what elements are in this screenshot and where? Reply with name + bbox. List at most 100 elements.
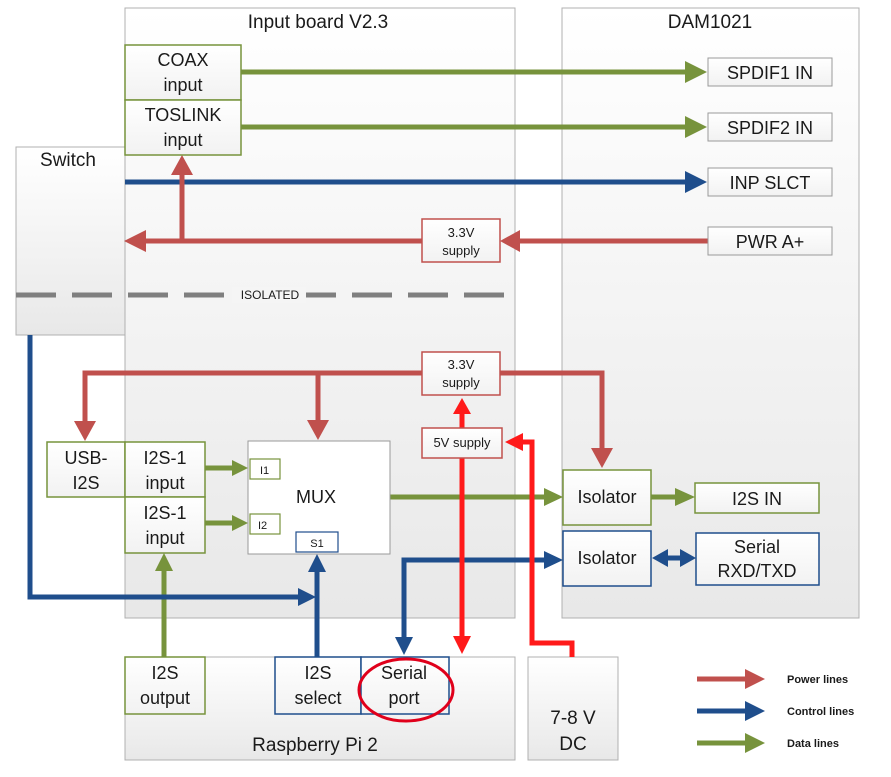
- dc-to-5v-supply-arrowhead: [505, 433, 523, 451]
- isolator-power-arrowhead: [591, 448, 613, 468]
- switch-title: Switch: [40, 150, 96, 171]
- isolated-label: ISOLATED: [241, 288, 300, 302]
- isolator-serial-label: Isolator: [577, 548, 636, 568]
- legend-data-arrowhead: [745, 733, 765, 753]
- usb-i2s-box: [46, 441, 126, 498]
- isolator-data-box: [562, 469, 652, 526]
- isolator-data-label: Isolator: [577, 487, 636, 507]
- serial-to-isolator-arrowhead: [544, 551, 563, 569]
- isolated-label-bg: [232, 287, 306, 303]
- switch-to-mux-arrowhead: [298, 588, 316, 606]
- serial-port-down-arrowhead: [395, 637, 413, 655]
- mid-supply-to-isolator-line: [500, 370, 605, 450]
- coax-to-spdif1-arrowhead: [685, 61, 707, 83]
- i2s-in-box: [694, 482, 820, 514]
- coax-label-1: COAX: [157, 50, 208, 70]
- usb-i2s-label-1: USB-: [64, 448, 107, 468]
- spdif2-in-box: [707, 112, 833, 142]
- i2s-output-label-1: I2S: [151, 663, 178, 683]
- mux-i2-label: I2: [258, 520, 267, 532]
- 5v-to-rpi-arrowhead: [453, 636, 471, 654]
- spdif1-in-label: SPDIF1 IN: [727, 63, 813, 83]
- mux-s1-port: [295, 531, 339, 553]
- isolator-to-i2sin-arrowhead: [675, 488, 695, 506]
- usb-i2s-label-2: I2S: [72, 473, 99, 493]
- supply-5v-box: [421, 427, 503, 459]
- usb-i2s-power-arrowhead: [74, 421, 96, 441]
- supply-33v-mid-label-2: supply: [442, 375, 480, 390]
- mux-power-arrowhead: [307, 420, 329, 440]
- supply-33v-mid-label-1: 3.3V: [448, 357, 475, 372]
- i2s2-to-mux-arrowhead: [232, 515, 248, 531]
- supply-to-toslink-arrowhead: [171, 155, 193, 175]
- i2s-output-up-arrowhead: [155, 553, 173, 571]
- i2s-select-box: [274, 656, 362, 715]
- switch-to-inpslct-arrowhead: [685, 171, 707, 193]
- i2s-1-input-a-label-1: I2S-1: [143, 448, 186, 468]
- power-lines: [74, 155, 708, 468]
- inp-slct-label: INP SLCT: [730, 173, 811, 193]
- isolator-serial-left-arrowhead: [652, 549, 668, 567]
- pwr-a-plus-box: [707, 226, 833, 256]
- toslink-label-2: input: [163, 130, 202, 150]
- i2s-1-input-box-a: [124, 441, 206, 498]
- mux-i1-label: I1: [260, 465, 269, 477]
- mid-supply-distribution-line: [82, 370, 422, 425]
- mux-i1-port: [249, 458, 281, 480]
- mux-s1-label: S1: [310, 538, 323, 550]
- isolator-serial-box: [562, 530, 652, 587]
- i2s-select-label-2: select: [294, 688, 341, 708]
- isolator-serial-right-arrowhead: [680, 549, 696, 567]
- control-lines: [27, 171, 707, 657]
- i2s-output-box: [124, 656, 206, 715]
- serial-rxd-txd-label-1: Serial: [734, 537, 780, 557]
- i2s-1-input-a-label-2: input: [145, 473, 184, 493]
- bright-power-lines: [453, 398, 575, 657]
- legend-power-arrowhead: [745, 669, 765, 689]
- legend: Power lines Control lines Data lines: [697, 669, 854, 753]
- serial-port-label-1: Serial: [381, 663, 427, 683]
- dc-label-1: 7-8 V: [550, 708, 596, 729]
- supply-to-switch-arrowhead: [124, 230, 146, 252]
- toslink-to-spdif2-arrowhead: [685, 116, 707, 138]
- switch-box: [15, 146, 126, 336]
- raspberry-pi-title: Raspberry Pi 2: [252, 735, 378, 756]
- supply-33v-top-label-1: 3.3V: [448, 225, 475, 240]
- legend-data-label: Data lines: [787, 738, 839, 750]
- serial-port-label-2: port: [388, 688, 419, 708]
- i2s1-to-mux-arrowhead: [232, 460, 248, 476]
- mux-label: MUX: [296, 487, 336, 507]
- serial-port-to-isolator-line: [401, 557, 544, 637]
- i2s-select-label-1: I2S: [304, 663, 331, 683]
- coax-label-2: input: [163, 75, 202, 95]
- data-lines: [155, 61, 707, 657]
- mux-i2-port: [249, 513, 281, 535]
- dc-label-2: DC: [559, 734, 586, 755]
- inp-slct-box: [707, 167, 833, 197]
- spdif2-in-label: SPDIF2 IN: [727, 118, 813, 138]
- toslink-label-1: TOSLINK: [145, 105, 222, 125]
- dam1021-box: [561, 7, 860, 619]
- pwr-a-plus-label: PWR A+: [736, 232, 805, 252]
- legend-power-label: Power lines: [787, 674, 848, 686]
- pwr-to-supply-arrowhead: [500, 230, 520, 252]
- coax-input-box: [124, 44, 242, 101]
- i2s-1-input-b-label-1: I2S-1: [143, 503, 186, 523]
- supply-33v-mid-box: [421, 351, 501, 396]
- i2s-output-label-2: output: [140, 688, 190, 708]
- serial-port-highlight-circle: [357, 657, 455, 723]
- i2s-1-input-box-b: [124, 496, 206, 554]
- legend-control-label: Control lines: [787, 706, 854, 718]
- toslink-input-box: [124, 99, 242, 156]
- spdif1-in-box: [707, 57, 833, 87]
- switch-to-mux-line: [27, 335, 298, 600]
- mux-to-isolator-arrowhead: [544, 488, 563, 506]
- 5v-to-33v-arrowhead: [453, 398, 471, 414]
- dc-to-5v-supply-line: [522, 439, 575, 657]
- supply-33v-top-label-2: supply: [442, 243, 480, 258]
- i2s-1-input-b-label-2: input: [145, 528, 184, 548]
- legend-control-arrowhead: [745, 701, 765, 721]
- i2s-select-to-mux-arrowhead: [308, 554, 326, 572]
- serial-rxd-txd-box: [695, 532, 820, 586]
